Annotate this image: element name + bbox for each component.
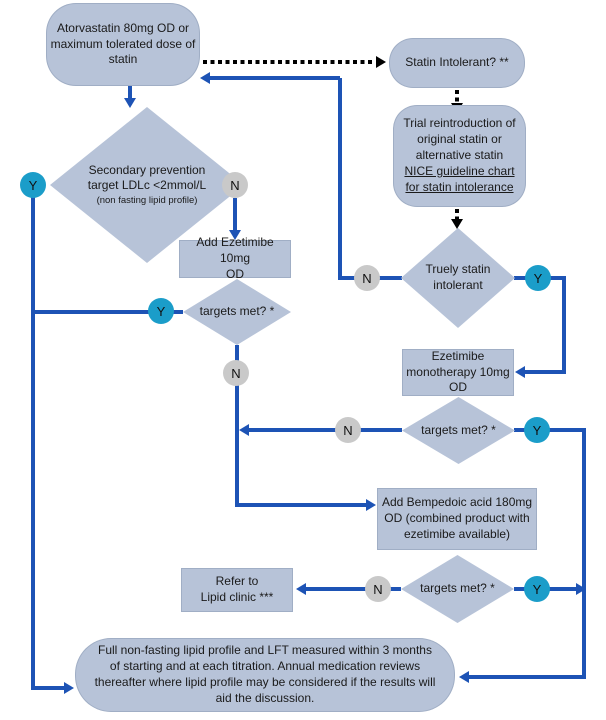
connector-right-rail — [582, 428, 586, 679]
connector-targets1-no-h — [237, 503, 367, 507]
dotted-connector-intolerant-down — [455, 90, 459, 102]
truly-intolerant-label: Truely statin intolerant — [425, 262, 491, 292]
arrowhead-into-monitoring-right — [459, 671, 469, 683]
no-label: N — [231, 365, 241, 381]
secondary-prevention-subtext: (non fasting lipid profile) — [96, 194, 198, 206]
arrowhead-add-ezetimibe — [229, 230, 241, 240]
connector-truly-no-top — [208, 76, 340, 80]
arrowhead-start-down — [124, 98, 136, 108]
dotted-connector-trial-down — [455, 209, 459, 219]
connector-start-down — [128, 86, 132, 98]
monitoring-label: Full non-fasting lipid profile and LFT m… — [94, 643, 436, 705]
arrowhead-targets2-no — [239, 424, 249, 436]
trial-reintroduction-label: Trial reintroduction of original statin … — [403, 116, 516, 163]
statin-intolerant-node: Statin Intolerant? ** — [389, 38, 525, 88]
arrowhead-dotted-down-2 — [451, 219, 463, 229]
targets-met-3-decision: targets met? * — [401, 555, 514, 623]
nice-guideline-link[interactable]: NICE guideline chart for statin intolera… — [404, 163, 515, 194]
arrowhead-into-refer — [296, 583, 306, 595]
start-node-label: Atorvastatin 80mg OD or maximum tolerate… — [50, 20, 196, 67]
ezetimibe-monotherapy-node: Ezetimibe monotherapy 10mg OD — [402, 349, 514, 396]
connector-secondary-no — [233, 198, 237, 232]
no-badge-truly: N — [354, 265, 380, 291]
bempedoic-label: Add Bempedoic acid 180mg OD (combined pr… — [381, 495, 533, 541]
yes-label: Y — [28, 177, 38, 193]
yes-label: Y — [156, 303, 166, 319]
connector-left-rail — [31, 197, 35, 690]
arrowhead-return-to-start — [200, 72, 210, 84]
no-label: N — [373, 581, 383, 597]
connector-truly-yes-v — [562, 276, 566, 372]
yes-label: Y — [532, 422, 542, 438]
secondary-prevention-label: Secondary prevention target LDLc <2mmol/… — [87, 162, 207, 193]
connector-right-rail-bottom — [469, 675, 582, 679]
no-badge-secondary: N — [222, 172, 248, 198]
connector-targets1-no-v — [235, 345, 239, 507]
connector-left-rail-bottom — [31, 686, 65, 690]
no-badge-targets1: N — [223, 360, 249, 386]
trial-reintroduction-node: Trial reintroduction of original statin … — [393, 105, 526, 207]
targets-met-2-label: targets met? * — [421, 422, 496, 437]
arrowhead-into-monitoring-left — [64, 682, 74, 694]
statin-intolerant-label: Statin Intolerant? ** — [405, 55, 509, 70]
yes-badge-targets3: Y — [524, 576, 550, 602]
connector-truly-yes-bottom — [523, 370, 566, 374]
arrowhead-dotted-right — [376, 56, 386, 68]
add-ezetimibe-label: Add Ezetimibe 10mg OD — [196, 235, 274, 281]
monitoring-node: Full non-fasting lipid profile and LFT m… — [75, 638, 455, 712]
yes-label: Y — [532, 581, 542, 597]
connector-targets3-no — [305, 587, 401, 591]
dotted-connector-to-intolerant — [203, 60, 375, 64]
connector-truly-no-v — [338, 78, 342, 280]
no-label: N — [362, 270, 372, 286]
targets-met-1-label: targets met? * — [199, 304, 275, 319]
no-badge-targets2: N — [335, 417, 361, 443]
no-label: N — [343, 422, 353, 438]
refer-lipid-clinic-node: Refer to Lipid clinic *** — [181, 568, 293, 612]
yes-badge-truly: Y — [525, 265, 551, 291]
refer-lipid-clinic-label: Refer to Lipid clinic *** — [200, 574, 274, 604]
no-label: N — [230, 177, 240, 193]
ezetimibe-monotherapy-label: Ezetimibe monotherapy 10mg OD — [406, 348, 510, 395]
yes-badge-secondary: Y — [20, 172, 46, 198]
bempedoic-node: Add Bempedoic acid 180mg OD (combined pr… — [377, 488, 537, 550]
no-badge-targets3: N — [365, 576, 391, 602]
yes-badge-targets1: Y — [148, 298, 174, 324]
targets-met-2-decision: targets met? * — [402, 397, 515, 464]
arrowhead-into-monotherapy — [515, 366, 525, 378]
start-node: Atorvastatin 80mg OD or maximum tolerate… — [46, 3, 200, 86]
targets-met-3-label: targets met? * — [420, 581, 495, 596]
connector-targets2-yes — [514, 428, 586, 432]
add-ezetimibe-node: Add Ezetimibe 10mg OD — [179, 235, 291, 281]
connector-targets2-no — [248, 428, 402, 432]
truly-intolerant-decision: Truely statin intolerant — [401, 228, 515, 328]
yes-badge-targets2: Y — [524, 417, 550, 443]
connector-targets1-yes — [33, 310, 183, 314]
arrowhead-targets3-yes — [576, 583, 586, 595]
targets-met-1-decision: targets met? * — [183, 279, 291, 345]
yes-label: Y — [533, 270, 543, 286]
arrowhead-into-bempedoic — [366, 499, 376, 511]
